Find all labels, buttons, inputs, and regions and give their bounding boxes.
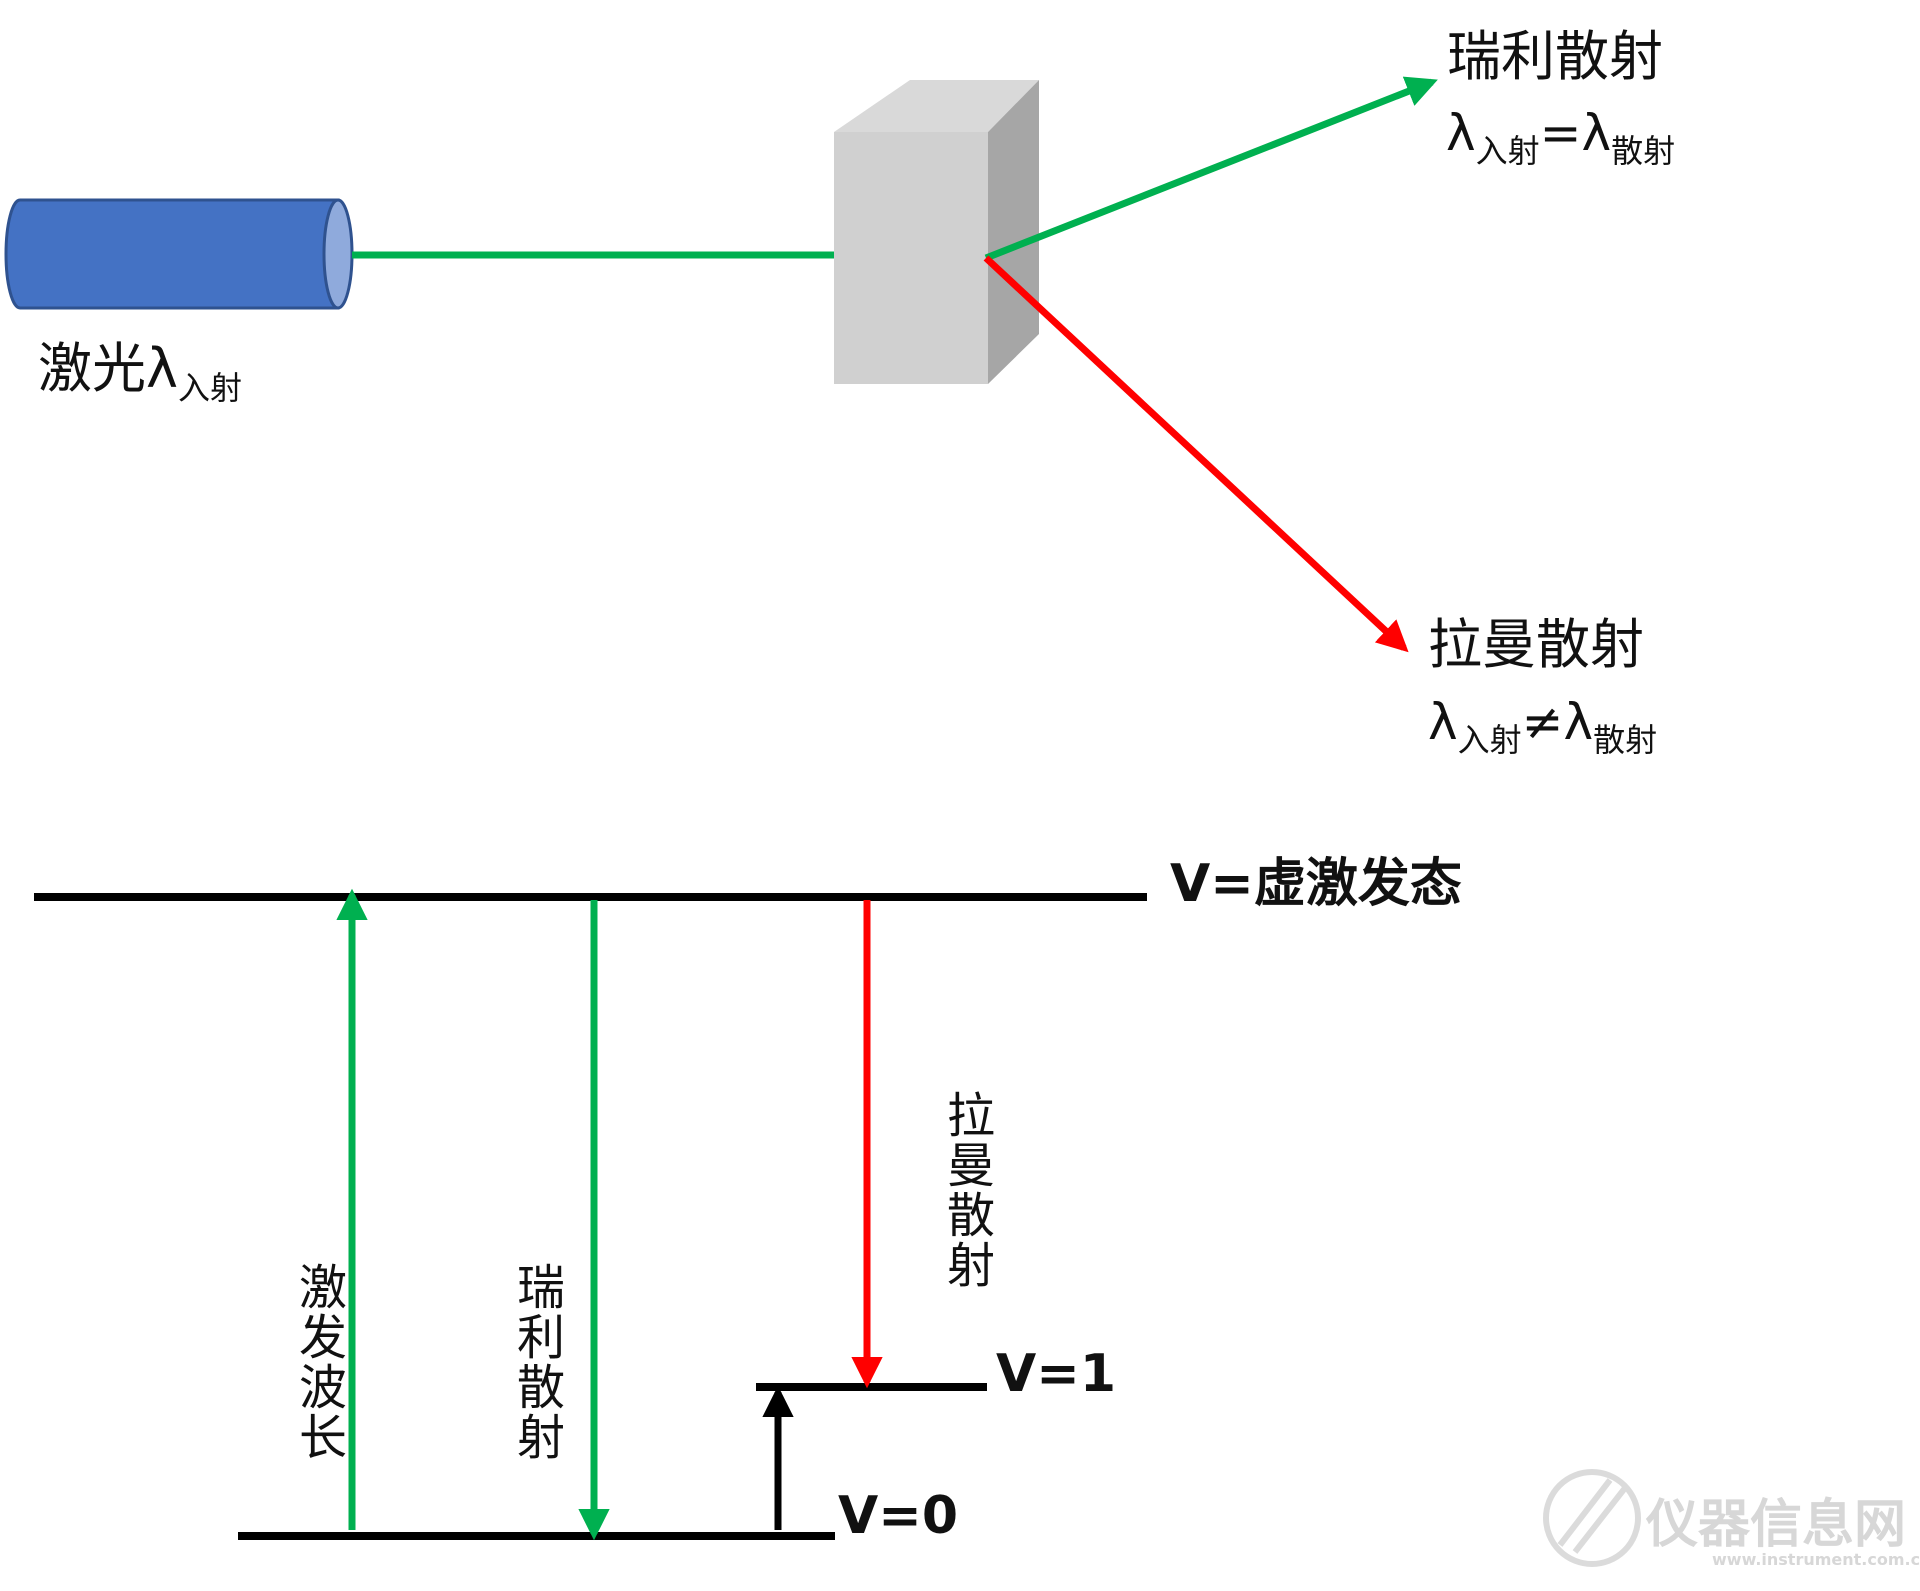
rayleigh-title: 瑞利散射 <box>1447 25 1663 88</box>
watermark-logo <box>1543 1469 1641 1567</box>
rayleigh-formula: λ入射=λ散射 <box>1446 104 1676 170</box>
watermark-url: www.instrument.com.cn <box>1712 1550 1920 1569</box>
watermark-text: 仪器信息网 <box>1646 1495 1907 1555</box>
laser-aperture <box>322 198 354 310</box>
v1-label: V=1 <box>996 1344 1116 1404</box>
laser-label: 激光λ入射 <box>38 337 242 407</box>
rayleigh-beam-arrow <box>984 76 1438 262</box>
raman-beam-arrow <box>983 255 1409 653</box>
virtual-state-label: V=虚激发态 <box>1170 854 1462 914</box>
raman-title: 拉曼散射 <box>1428 613 1644 676</box>
raman-formula: λ入射≠λ散射 <box>1428 693 1658 759</box>
rayleigh-vertical-label: 瑞利散射 <box>508 1262 564 1462</box>
laser-source <box>4 198 354 310</box>
sample-block <box>834 80 1039 384</box>
v0-label: V=0 <box>838 1486 958 1546</box>
excitation-label: 激发波长 <box>290 1262 346 1462</box>
raman-vertical-label: 拉曼散射 <box>938 1090 994 1290</box>
